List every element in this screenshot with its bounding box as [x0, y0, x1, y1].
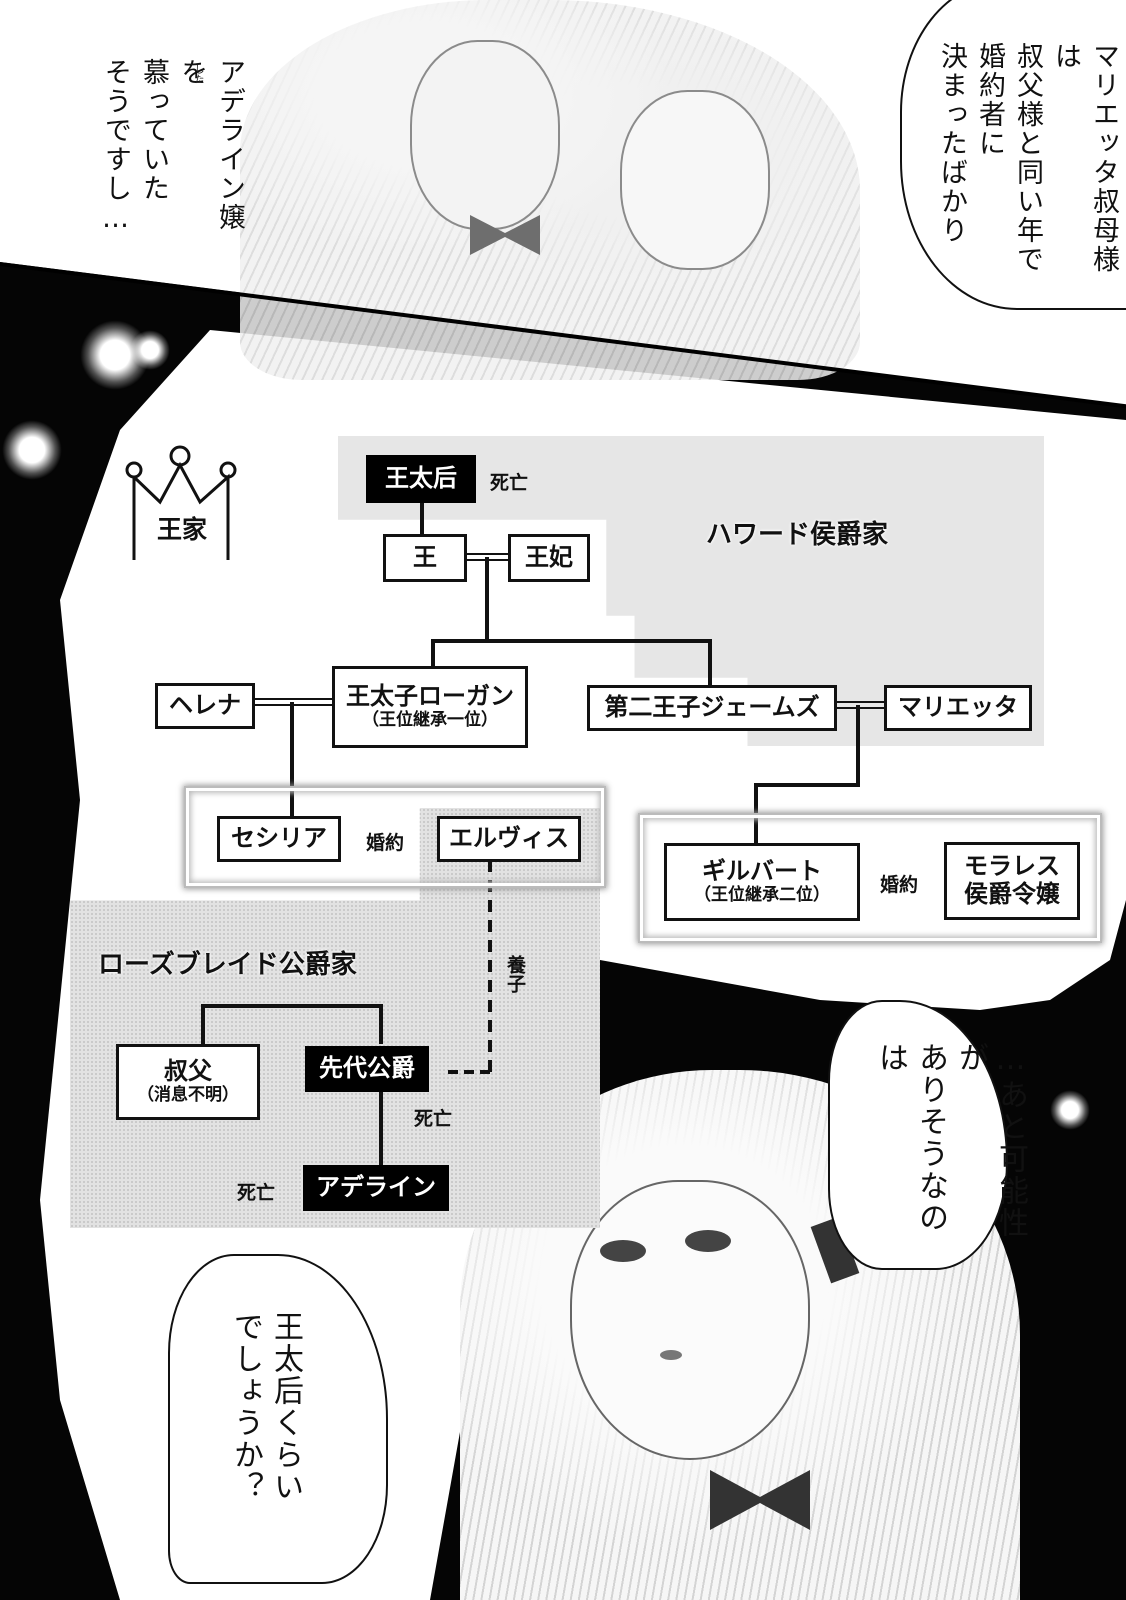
connector-line: [708, 639, 712, 687]
node-marietta[interactable]: マリエッタ: [884, 685, 1032, 731]
rosebraid-family-label: ローズブレイド公爵家: [98, 950, 357, 980]
node-uncle[interactable]: 叔父 （消息不明）: [116, 1044, 260, 1120]
adoption-connector: [488, 860, 492, 1072]
node-king[interactable]: 王: [383, 534, 467, 582]
connector-line: [754, 783, 758, 845]
node-helena[interactable]: ヘレナ: [155, 683, 255, 729]
node-morales-lady[interactable]: モラレス 侯爵令嬢: [944, 842, 1080, 920]
deceased-tag: 死亡: [237, 1182, 276, 1204]
character-face: [570, 1180, 810, 1460]
speech-bubble-top-right: マリエッタ叔母様は 叔父様と同い年で 婚約者に 決まったばかり: [900, 0, 1126, 310]
speech-bubble-middle-right: …あと可能性が ありそうなのは: [828, 1000, 1028, 1270]
ribbon-bow: [710, 1470, 810, 1530]
connector-line: [431, 639, 710, 643]
bubble-line: アデライン嬢を: [176, 58, 245, 232]
character-face: [410, 40, 560, 230]
adoption-connector: [448, 1070, 492, 1074]
node-queen[interactable]: 王妃: [508, 534, 590, 582]
node-queen-mother[interactable]: 王太后: [366, 455, 476, 503]
node-gilbert[interactable]: ギルバート （王位継承二位）: [664, 843, 860, 921]
royal-family-crown: 王家: [122, 440, 242, 564]
engagement-group-gilbert-morales: [638, 813, 1102, 943]
character-face: [620, 90, 770, 270]
adoption-tag: 養子: [504, 955, 526, 993]
top-panel: [0, 0, 1126, 420]
deceased-tag: 死亡: [490, 472, 529, 494]
bubble-line: でしょうか？: [228, 1311, 263, 1503]
bubble-line: …あと可能性が: [953, 1042, 1028, 1239]
sparkle: [130, 330, 170, 370]
connector-line: [379, 1090, 383, 1170]
deceased-tag: 死亡: [414, 1108, 453, 1130]
howard-family-label: ハワード侯爵家: [706, 520, 889, 550]
bubble-line: 王太后くらい: [268, 1311, 303, 1503]
character-illustration-pair: [240, 0, 860, 380]
speech-bubble-bottom-left: 王太后くらい でしょうか？: [168, 1254, 388, 1584]
connector-line: [420, 490, 424, 536]
connector-line: [379, 1004, 383, 1044]
bubble-line: そうですし…: [100, 58, 131, 236]
bubble-line: 婚約者に: [974, 42, 1005, 158]
character-mouth: [660, 1350, 682, 1360]
engagement-tag: 婚約: [366, 832, 405, 854]
sparkle: [2, 420, 62, 480]
character-eye: [600, 1240, 646, 1262]
bubble-line: 決まったばかり: [936, 42, 967, 245]
node-second-prince-james[interactable]: 第二王子ジェームズ: [587, 685, 837, 731]
speech-text-top-left: アデライン嬢を 慕っていた そうですし… した: [96, 58, 248, 258]
bubble-line: マリエッタ叔母様は: [1050, 42, 1119, 274]
node-adeline[interactable]: アデライン: [303, 1165, 449, 1211]
sparkle: [1050, 1090, 1090, 1130]
node-elvis[interactable]: エルヴィス: [437, 816, 581, 862]
connector-line: [201, 1004, 205, 1044]
royal-family-label: 王家: [156, 515, 207, 544]
connector-line: [485, 557, 489, 641]
bubble-line: 叔父様と同い年で: [1012, 42, 1043, 274]
connector-line: [754, 783, 860, 787]
connector-line: [431, 639, 435, 667]
ruby-annotation: した: [192, 64, 203, 84]
connector-line: [856, 705, 860, 785]
bubble-line: 慕っていた: [138, 58, 169, 203]
node-cecilia[interactable]: セシリア: [217, 816, 341, 862]
engagement-tag: 婚約: [880, 874, 919, 896]
crown-icon: [125, 445, 237, 564]
connector-line: [290, 702, 294, 818]
node-crown-prince-logan[interactable]: 王太子ローガン （王位継承一位）: [332, 666, 528, 748]
bubble-line: ありそうなのは: [873, 1042, 948, 1234]
connector-line: [201, 1004, 383, 1008]
character-eye: [685, 1230, 731, 1252]
engagement-group-cecilia-elvis: [184, 786, 606, 888]
node-former-duke[interactable]: 先代公爵: [305, 1046, 429, 1092]
